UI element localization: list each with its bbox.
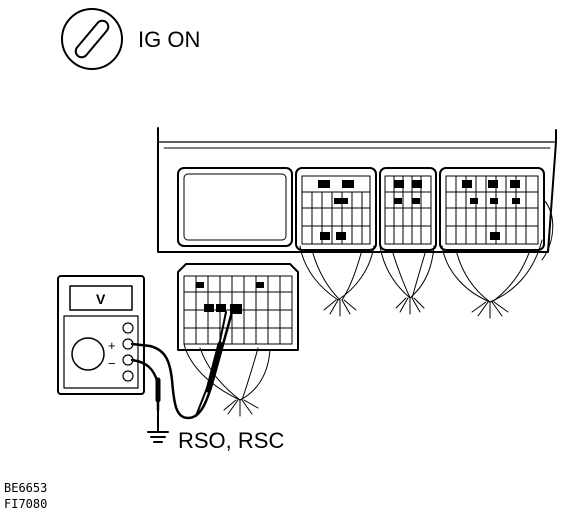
ecu-housing — [157, 127, 557, 253]
ignition-key-icon — [61, 8, 123, 70]
figure-code-1: BE6653 — [4, 481, 47, 495]
figure-code-2: FI7080 — [4, 497, 47, 511]
meter-display-unit: V — [96, 291, 106, 307]
negative-probe-lead — [130, 311, 227, 417]
ecu-connector-1 — [295, 167, 377, 251]
ecu-connector-3 — [439, 167, 545, 251]
ignition-status-label: IG ON — [138, 27, 200, 52]
test-connector-harness — [183, 343, 271, 417]
meter-plus-sign: + — [108, 338, 116, 353]
test-connector — [177, 263, 299, 351]
terminal-label: RSO, RSC — [178, 428, 284, 453]
ground-symbol-icon — [147, 409, 169, 443]
ecu-wire-harness — [299, 199, 554, 319]
ecu-connector-2 — [379, 167, 437, 251]
multimeter-icon — [57, 275, 145, 395]
meter-minus-sign: − — [108, 356, 116, 371]
ecu-blank-panel — [177, 167, 293, 247]
